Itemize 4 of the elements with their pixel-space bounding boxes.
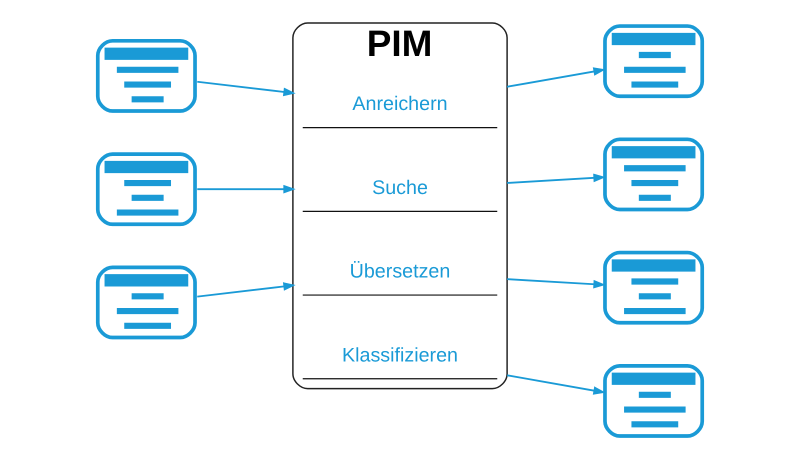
node-text: Klassifizieren <box>342 344 458 366</box>
node-text: Übersetzen <box>350 260 450 283</box>
node-text: Suche <box>372 176 428 199</box>
node-text: Anreichern <box>352 93 448 116</box>
